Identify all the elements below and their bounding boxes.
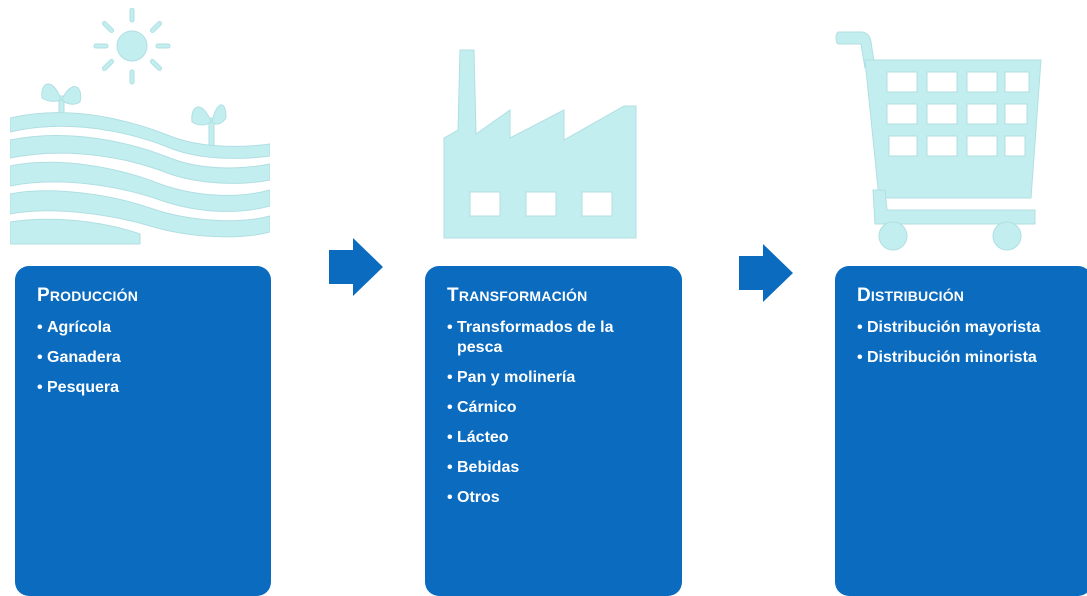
list-item: Pesquera [37, 378, 251, 398]
stage-item-list: Distribución mayorista Distribución mino… [853, 318, 1072, 368]
list-item: Ganadera [37, 348, 251, 368]
list-item: Pan y molinería [447, 368, 662, 388]
list-item: Cárnico [447, 398, 662, 418]
farm-field-sun-icon [10, 8, 270, 245]
list-item: Otros [447, 488, 662, 508]
list-item: Lácteo [447, 428, 662, 448]
stage-box-transformacion: TRANSFORMACIÓN Transformados de la pesca… [425, 266, 682, 596]
list-item: Transformados de la pesca [447, 318, 662, 358]
flow-arrow-2 [739, 244, 793, 302]
stage-title: PRODUCCIÓN [37, 285, 139, 306]
stage-item-list: Agrícola Ganadera Pesquera [33, 318, 251, 398]
shopping-cart-icon [835, 31, 1042, 251]
list-item: Distribución minorista [857, 348, 1072, 368]
stage-title: DISTRIBUCIÓN [857, 285, 965, 306]
stage-item-list: Transformados de la pesca Pan y molinerí… [443, 318, 662, 508]
list-item: Agrícola [37, 318, 251, 338]
stage-title: TRANSFORMACIÓN [447, 285, 588, 306]
stage-box-produccion: PRODUCCIÓN Agrícola Ganadera Pesquera [15, 266, 271, 596]
list-item: Bebidas [447, 458, 662, 478]
flow-arrow-1 [329, 238, 383, 296]
stage-box-distribucion: DISTRIBUCIÓN Distribución mayorista Dist… [835, 266, 1087, 596]
factory-icon [443, 49, 637, 239]
list-item: Distribución mayorista [857, 318, 1072, 338]
